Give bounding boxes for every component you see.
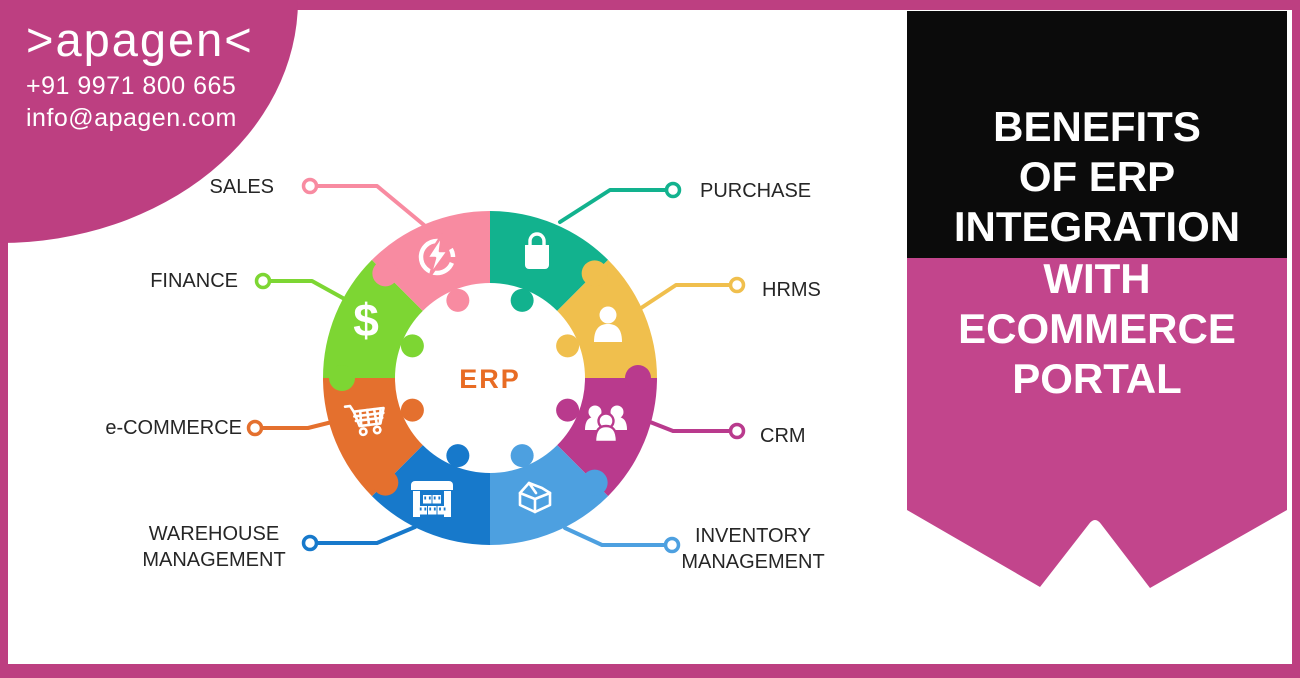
title-ribbon: WITH ECOMMERCE PORTAL [907,255,1287,593]
title-line-5: ECOMMERCE [958,305,1236,352]
connector-ring-finance [254,272,272,290]
erp-center-label: ERP [459,364,521,394]
label-finance: FINANCE [150,270,238,292]
label-crm: CRM [760,425,806,447]
connector-crm [643,418,732,433]
title-line-1: BENEFITS [993,103,1201,150]
connectors [246,177,746,554]
title-line-3: INTEGRATION [953,203,1241,250]
dollar-icon: $ [353,294,379,346]
connector-hrms [633,283,732,314]
puzzle-knob-purchase [510,288,534,312]
connector-sales [314,184,432,232]
puzzle-knob-inventory [510,444,534,468]
title-line-6: PORTAL [1012,355,1182,402]
connector-ring-inventory [663,536,681,554]
person-icon [594,306,622,342]
open-box-icon [518,481,552,514]
ribbon-banner-shape [907,258,1287,588]
connector-ecommerce [260,418,342,430]
puzzle-tab-inventory [581,469,608,496]
connector-purchase [558,188,668,224]
puzzle-tab-hrms [581,260,608,287]
connector-finance [268,279,352,304]
phone-number: +91 9971 800 665 [26,72,237,100]
connector-warehouse [315,525,417,545]
puzzle-knob-hrms [556,334,580,358]
connector-ring-sales [301,177,319,195]
segment-purchase [490,211,609,311]
puzzle-knob-crm [556,398,580,422]
connector-ring-hrms [728,276,746,294]
wheel-segments [323,211,657,545]
title-line-2: OF ERP [1018,153,1176,200]
puzzle-tab-ecommerce [372,469,399,496]
lightning-circle-icon [418,233,456,278]
puzzle-knob-ecommerce [400,398,424,422]
shopping-bag-icon [525,232,549,269]
puzzle-knob-finance [400,334,424,358]
puzzle-tab-finance [329,365,355,391]
label-purchase: PURCHASE [700,180,812,202]
svg-text:$: $ [353,294,379,346]
puzzle-tab-crm [625,365,651,391]
puzzle-knob-warehouse [446,444,470,468]
label-ecommerce: e-COMMERCE [105,417,242,439]
shopping-cart-icon [343,404,385,437]
wheel-icons: $ [343,232,627,517]
label-hrms: HRMS [762,279,821,301]
email-address: info@apagen.com [26,104,237,132]
brand-logo: >apagen< [26,13,254,66]
warehouse-icon [411,481,453,517]
segment-finance [323,259,423,378]
connector-ring-crm [728,422,746,440]
ribbon-shape [907,258,1287,588]
erp-wheel-diagram: $ ERP [246,177,746,554]
title-line-4: WITH [1043,255,1151,302]
title-banner-black: BENEFITS OF ERP INTEGRATION [907,11,1287,258]
connector-ring-purchase [664,181,682,199]
label-sales: SALES [209,176,274,198]
label-warehouse: WAREHOUSE MANAGEMENT [142,523,286,571]
label-inventory: INVENTORY MANAGEMENT [681,525,825,573]
puzzle-tab-sales [372,260,399,287]
puzzle-knob-sales [446,288,470,312]
people-group-icon [585,405,627,444]
segment-sales [371,211,490,311]
connector-inventory [563,526,667,547]
connector-ring-warehouse [301,534,319,552]
connector-ring-ecommerce [246,419,264,437]
